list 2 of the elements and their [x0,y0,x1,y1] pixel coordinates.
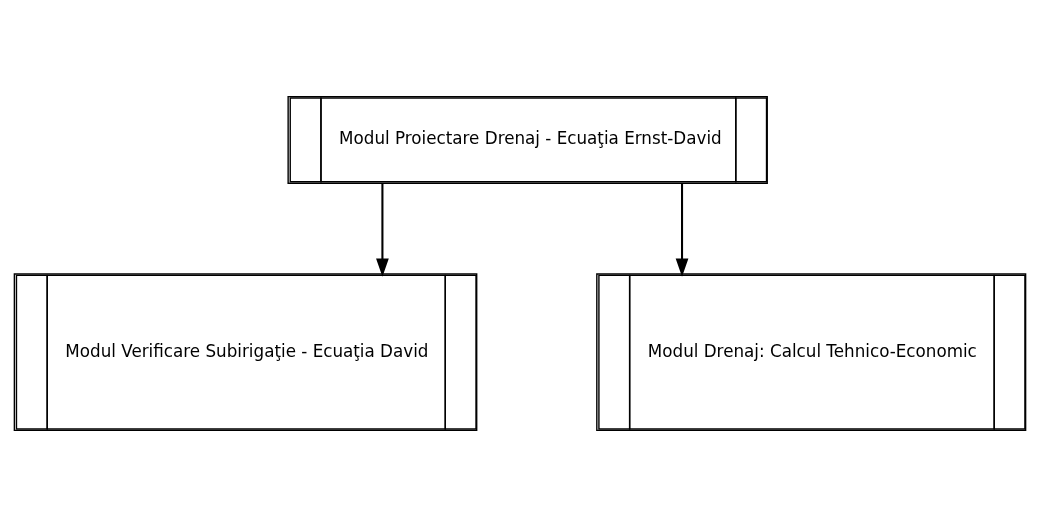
arrow [376,183,389,277]
arrow [675,183,689,277]
